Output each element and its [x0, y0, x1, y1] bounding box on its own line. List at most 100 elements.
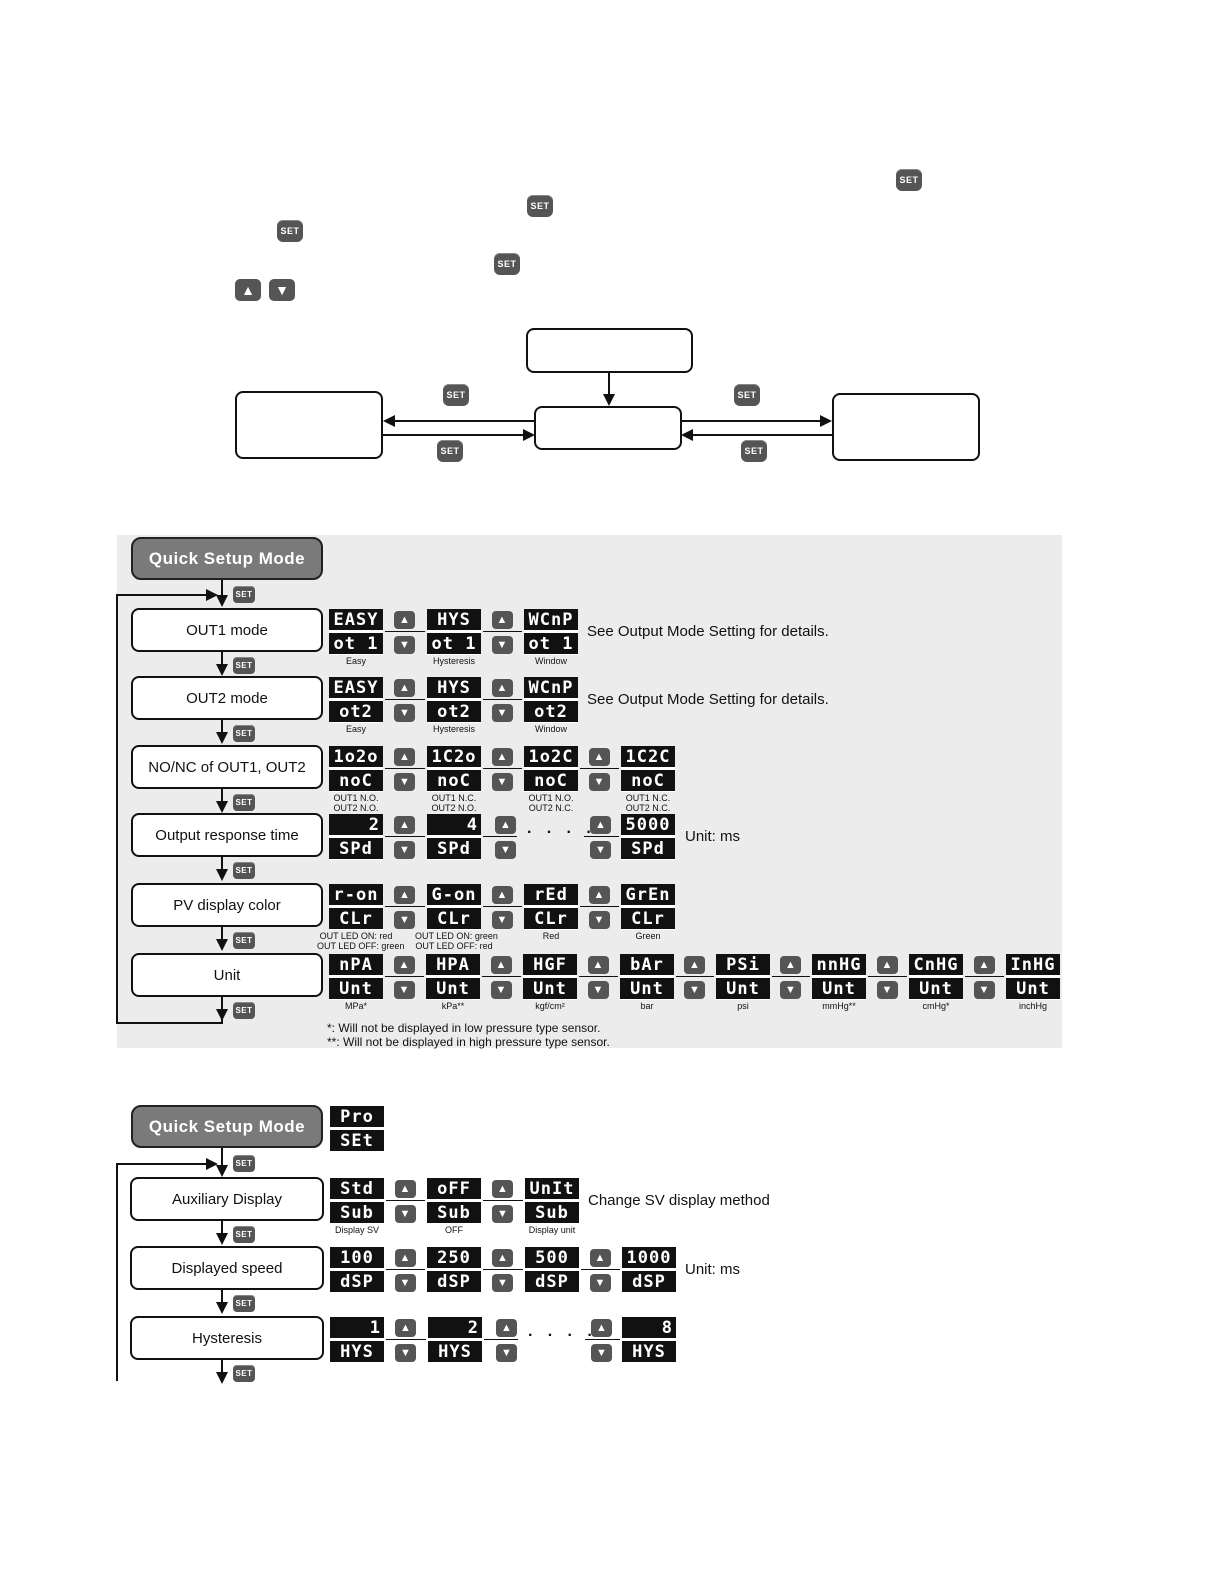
connector-line [483, 768, 522, 769]
connector-line [394, 420, 534, 422]
display-bottom-text: Unt [523, 978, 577, 999]
connector-line [584, 836, 619, 837]
up-arrow-key-icon: ▲ [588, 748, 610, 766]
display-bottom-text: ot2 [524, 701, 578, 722]
display-bottom-text: CLr [524, 908, 578, 929]
display-top-text: 2 [428, 1317, 482, 1338]
up-arrow-key-icon: ▲ [491, 611, 513, 629]
connector-line [385, 976, 424, 977]
display-top-text: nnHG [812, 954, 866, 975]
set-key-icon: SET [527, 195, 553, 217]
set-key-icon: SET [233, 862, 255, 879]
option-caption: OUT2 N.O. [431, 803, 477, 813]
display-top-text: EASY [329, 609, 383, 630]
step-displayed-speed-box: Displayed speed [130, 1246, 324, 1290]
display-bottom-text: SEt [330, 1130, 384, 1151]
connector-line [585, 1339, 620, 1340]
display-top-text: HGF [523, 954, 577, 975]
up-arrow-key-icon: ▲ [394, 886, 415, 904]
step-hysteresis-box: Hysteresis [130, 1316, 324, 1360]
pro-set-display: Pro SEt [330, 1106, 384, 1152]
connector-line [965, 976, 1004, 977]
down-arrow-key-icon: ▼ [394, 773, 415, 791]
right-mode-box [832, 393, 980, 461]
display-bottom-text: dSP [427, 1271, 481, 1292]
up-arrow-key-icon: ▲ [587, 956, 609, 974]
display-top-text: 100 [330, 1247, 384, 1268]
connector-line [483, 906, 522, 907]
set-key-icon: SET [494, 253, 520, 275]
footnote: **: Will not be displayed in high pressu… [327, 1035, 610, 1049]
display-top-text: 1C2o [427, 746, 481, 767]
arrow-head [216, 1009, 228, 1021]
arrow-head [206, 1158, 218, 1170]
set-key-icon: SET [233, 1155, 255, 1172]
connector-line [608, 373, 610, 395]
display-bottom-text: ot 1 [524, 633, 578, 654]
set-key-icon: SET [233, 657, 255, 674]
up-arrow-key-icon: ▲ [684, 956, 705, 974]
option-caption: Window [534, 724, 567, 734]
connector-line [482, 976, 521, 977]
loop-line [116, 594, 208, 596]
step-note: See Output Mode Setting for details. [587, 691, 829, 708]
up-arrow-key-icon: ▲ [973, 956, 995, 974]
set-key-icon: SET [233, 1226, 255, 1243]
arrow-head [216, 939, 228, 951]
display-bottom-text: Unt [620, 978, 674, 999]
segment-display: nnHG Unt [812, 954, 866, 1000]
option-caption: OUT2 N.C. [528, 803, 574, 813]
display-top-text: EASY [329, 677, 383, 698]
down-arrow-key-icon: ▼ [588, 773, 610, 791]
up-arrow-key-icon: ▲ [491, 748, 513, 766]
display-top-text: Pro [330, 1106, 384, 1127]
arrow-head [820, 415, 832, 427]
arrow-head [216, 1372, 228, 1384]
option-caption: OUT1 N.O. [333, 793, 379, 803]
down-arrow-key-icon: ▼ [395, 1344, 416, 1362]
connector-line [580, 768, 619, 769]
display-top-text: 5000 [621, 814, 675, 835]
loop-line [116, 1022, 223, 1024]
display-top-text: 1 [330, 1317, 384, 1338]
option-caption: OUT2 N.O. [333, 803, 379, 813]
display-bottom-text: dSP [525, 1271, 579, 1292]
display-bottom-text: Unt [812, 978, 866, 999]
display-bottom-text: ot 1 [329, 633, 383, 654]
step-note: Unit: ms [685, 1261, 741, 1278]
connector-line [386, 1339, 426, 1340]
down-arrow-key-icon: ▼ [394, 1205, 416, 1223]
up-arrow-key-icon: ▲ [590, 816, 611, 834]
display-top-text: 1000 [622, 1247, 676, 1268]
up-arrow-key-icon: ▲ [394, 1249, 416, 1267]
connector-line [772, 976, 810, 977]
display-top-text: HYS [427, 609, 481, 630]
display-top-text: InHG [1006, 954, 1060, 975]
set-key-icon: SET [233, 1295, 255, 1312]
ellipsis: · · · · [527, 824, 597, 841]
display-bottom-text: Sub [330, 1202, 384, 1223]
display-top-text: G-on [427, 884, 481, 905]
step-note: Change SV display method [588, 1192, 770, 1209]
connector-line [383, 434, 523, 436]
up-arrow-key-icon: ▲ [780, 956, 801, 974]
down-arrow-key-icon: ▼ [589, 1274, 611, 1292]
up-arrow-key-icon: ▲ [492, 1249, 513, 1267]
display-bottom-text: CLr [621, 908, 675, 929]
down-arrow-key-icon: ▼ [588, 911, 610, 929]
display-top-text: PSi [716, 954, 770, 975]
